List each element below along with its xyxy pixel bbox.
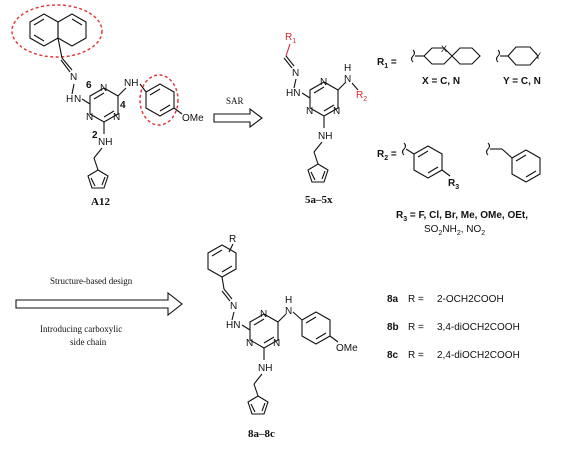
final-n1: N	[230, 301, 237, 312]
naphthalene-ring-right	[57, 13, 87, 47]
lead-n2-atom: N	[74, 94, 81, 105]
r2-phenyl-ring	[413, 145, 443, 179]
compound-8b-eq: R =	[408, 322, 424, 333]
lead-position-4: 4	[120, 100, 126, 111]
compound-8b-id: 8b	[387, 322, 399, 333]
design-top-label: Structure-based design	[50, 276, 133, 286]
r1-ring-a	[423, 47, 453, 65]
lead-position-6: 6	[86, 80, 92, 91]
compound-8a-value: 2-OCH2COOH	[437, 294, 504, 305]
general-nh: N	[344, 74, 351, 85]
sar-label: SAR	[226, 96, 244, 106]
r2-benzyl-ring	[511, 149, 541, 183]
final-nh-right-h: H	[285, 295, 292, 306]
design-bottom-label-2: side chain	[70, 337, 107, 347]
r3-line2: SO2NH2, NO2	[424, 224, 485, 237]
r1-wavy-bond	[410, 49, 416, 63]
final-anisole-ring	[301, 311, 331, 345]
compound-list: 8a R = 2-OCH2COOH 8b R = 3,4-diOCH2COOH …	[387, 294, 520, 361]
r1-wavy-bond-2	[495, 49, 501, 63]
lead-nh-right: NH	[124, 78, 138, 89]
general-hn: HN	[286, 88, 300, 99]
final-nh-bottom: NH	[258, 363, 272, 374]
r1-ring-b	[451, 47, 481, 65]
r2-wavy-bond	[401, 142, 407, 156]
general-furan-ring	[307, 163, 329, 183]
naphthalene-ring-left	[29, 13, 59, 47]
r1-label: R1 =	[377, 57, 397, 70]
general-structure-5a-5x: R1 N HN N N N N H R2 NH 5a–5x	[283, 32, 367, 206]
final-aryl-ring	[207, 244, 237, 278]
compound-8c-value: 2,4-diOCH2COOH	[437, 350, 520, 361]
final-tz-n1: N	[260, 309, 267, 320]
general-r2: R2	[356, 90, 367, 103]
compound-8a-eq: R =	[408, 294, 424, 305]
final-tz-n2: N	[273, 338, 280, 349]
compound-8c-eq: R =	[408, 350, 424, 361]
compound-8a-id: 8a	[387, 294, 399, 305]
lead-triazine-n1: N	[100, 83, 107, 94]
r1-y-note: Y = C, N	[503, 76, 541, 87]
r1-ring-c	[507, 46, 539, 66]
final-tz-n3: N	[246, 338, 253, 349]
general-tz-n2: N	[333, 106, 340, 117]
general-tz-n1: N	[320, 77, 327, 88]
final-hn: HN	[226, 320, 240, 331]
r1-y-atom: Y	[535, 51, 541, 61]
sar-arrow: SAR	[213, 96, 263, 129]
final-nh-right: N	[285, 306, 292, 317]
lead-label: A12	[91, 196, 110, 208]
general-label: 5a–5x	[305, 194, 333, 206]
highlight-naphthalene	[11, 4, 103, 58]
general-n1: N	[292, 68, 299, 79]
lead-nh-bottom: NH	[98, 137, 112, 148]
lead-triazine-n3: N	[86, 112, 93, 123]
final-r: R	[229, 234, 236, 245]
general-tz-n3: N	[306, 106, 313, 117]
general-nh-h: H	[344, 63, 351, 74]
r2-wavy-bond-2	[485, 142, 491, 156]
r1-x-atom: X	[441, 44, 447, 54]
final-label: 8a–8c	[248, 428, 275, 440]
final-furan-ring	[247, 395, 269, 415]
r2-label: R2 =	[377, 149, 397, 162]
final-structure-8a-8c: R N HN N N N N H OMe NH 8a–8c	[207, 234, 358, 440]
lead-furan-ring	[87, 169, 109, 189]
lead-triazine-n2: N	[113, 112, 120, 123]
lead-position-2: 2	[92, 130, 98, 141]
compound-8b-value: 3,4-diOCH2COOH	[437, 322, 520, 333]
design-bottom-label-1: Introducing carboxylic	[40, 324, 122, 334]
general-r1: R1	[285, 32, 296, 45]
general-nh-bottom: NH	[318, 131, 332, 142]
highlight-anisole	[139, 74, 179, 126]
lead-ome: OMe	[182, 113, 204, 124]
r3-line1: R3 = F, Cl, Br, Me, OMe, OEt,	[396, 210, 528, 223]
lead-anisole-ring	[145, 83, 175, 117]
r1-x-note: X = C, N	[422, 76, 460, 87]
final-ome: OMe	[336, 343, 358, 354]
lead-n-atom: N	[70, 72, 77, 83]
design-arrow: Structure-based design Introducing carbo…	[15, 276, 183, 347]
compound-8c-id: 8c	[387, 350, 399, 361]
r2-r3: R3	[448, 178, 459, 191]
lead-h-atom: H	[66, 94, 73, 105]
r-group-definitions: R1 = X X = C, N Y Y = C, N R2 = R3 R3 = …	[377, 44, 541, 237]
lead-compound-a12: N H N N N N 6 4 2 NH OMe NH A12	[11, 4, 204, 208]
